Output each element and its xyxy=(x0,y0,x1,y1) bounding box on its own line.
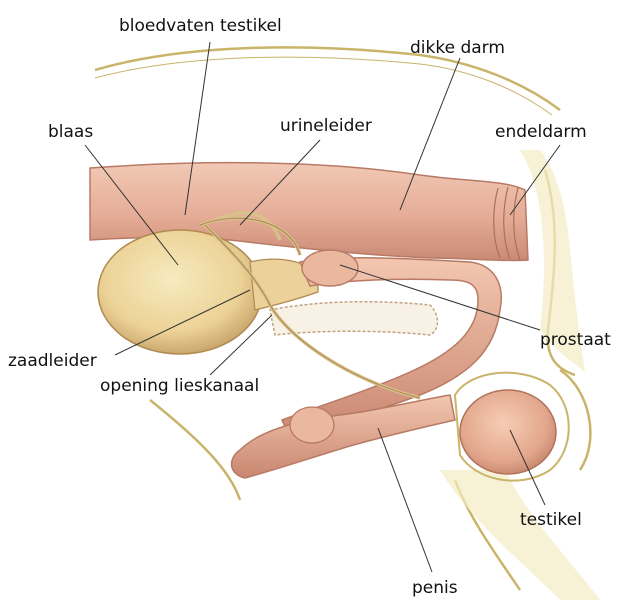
label-prostaat: prostaat xyxy=(540,332,611,349)
leader-penis xyxy=(378,428,432,572)
penis-bulb xyxy=(290,407,334,443)
label-blaas: blaas xyxy=(48,124,93,141)
label-dikke-darm: dikke darm xyxy=(410,40,505,57)
abdominal-wall xyxy=(270,302,438,335)
bladder xyxy=(98,230,262,354)
testis xyxy=(460,390,556,474)
label-testikel: testikel xyxy=(520,512,582,529)
label-urineleider: urineleider xyxy=(280,118,372,135)
label-endeldarm: endeldarm xyxy=(495,124,587,141)
label-opening-lieskanaal: opening lieskanaal xyxy=(100,378,259,395)
label-penis: penis xyxy=(412,580,458,597)
label-bloedvaten-testikel: bloedvaten testikel xyxy=(119,18,282,35)
label-zaadleider: zaadleider xyxy=(8,353,97,370)
